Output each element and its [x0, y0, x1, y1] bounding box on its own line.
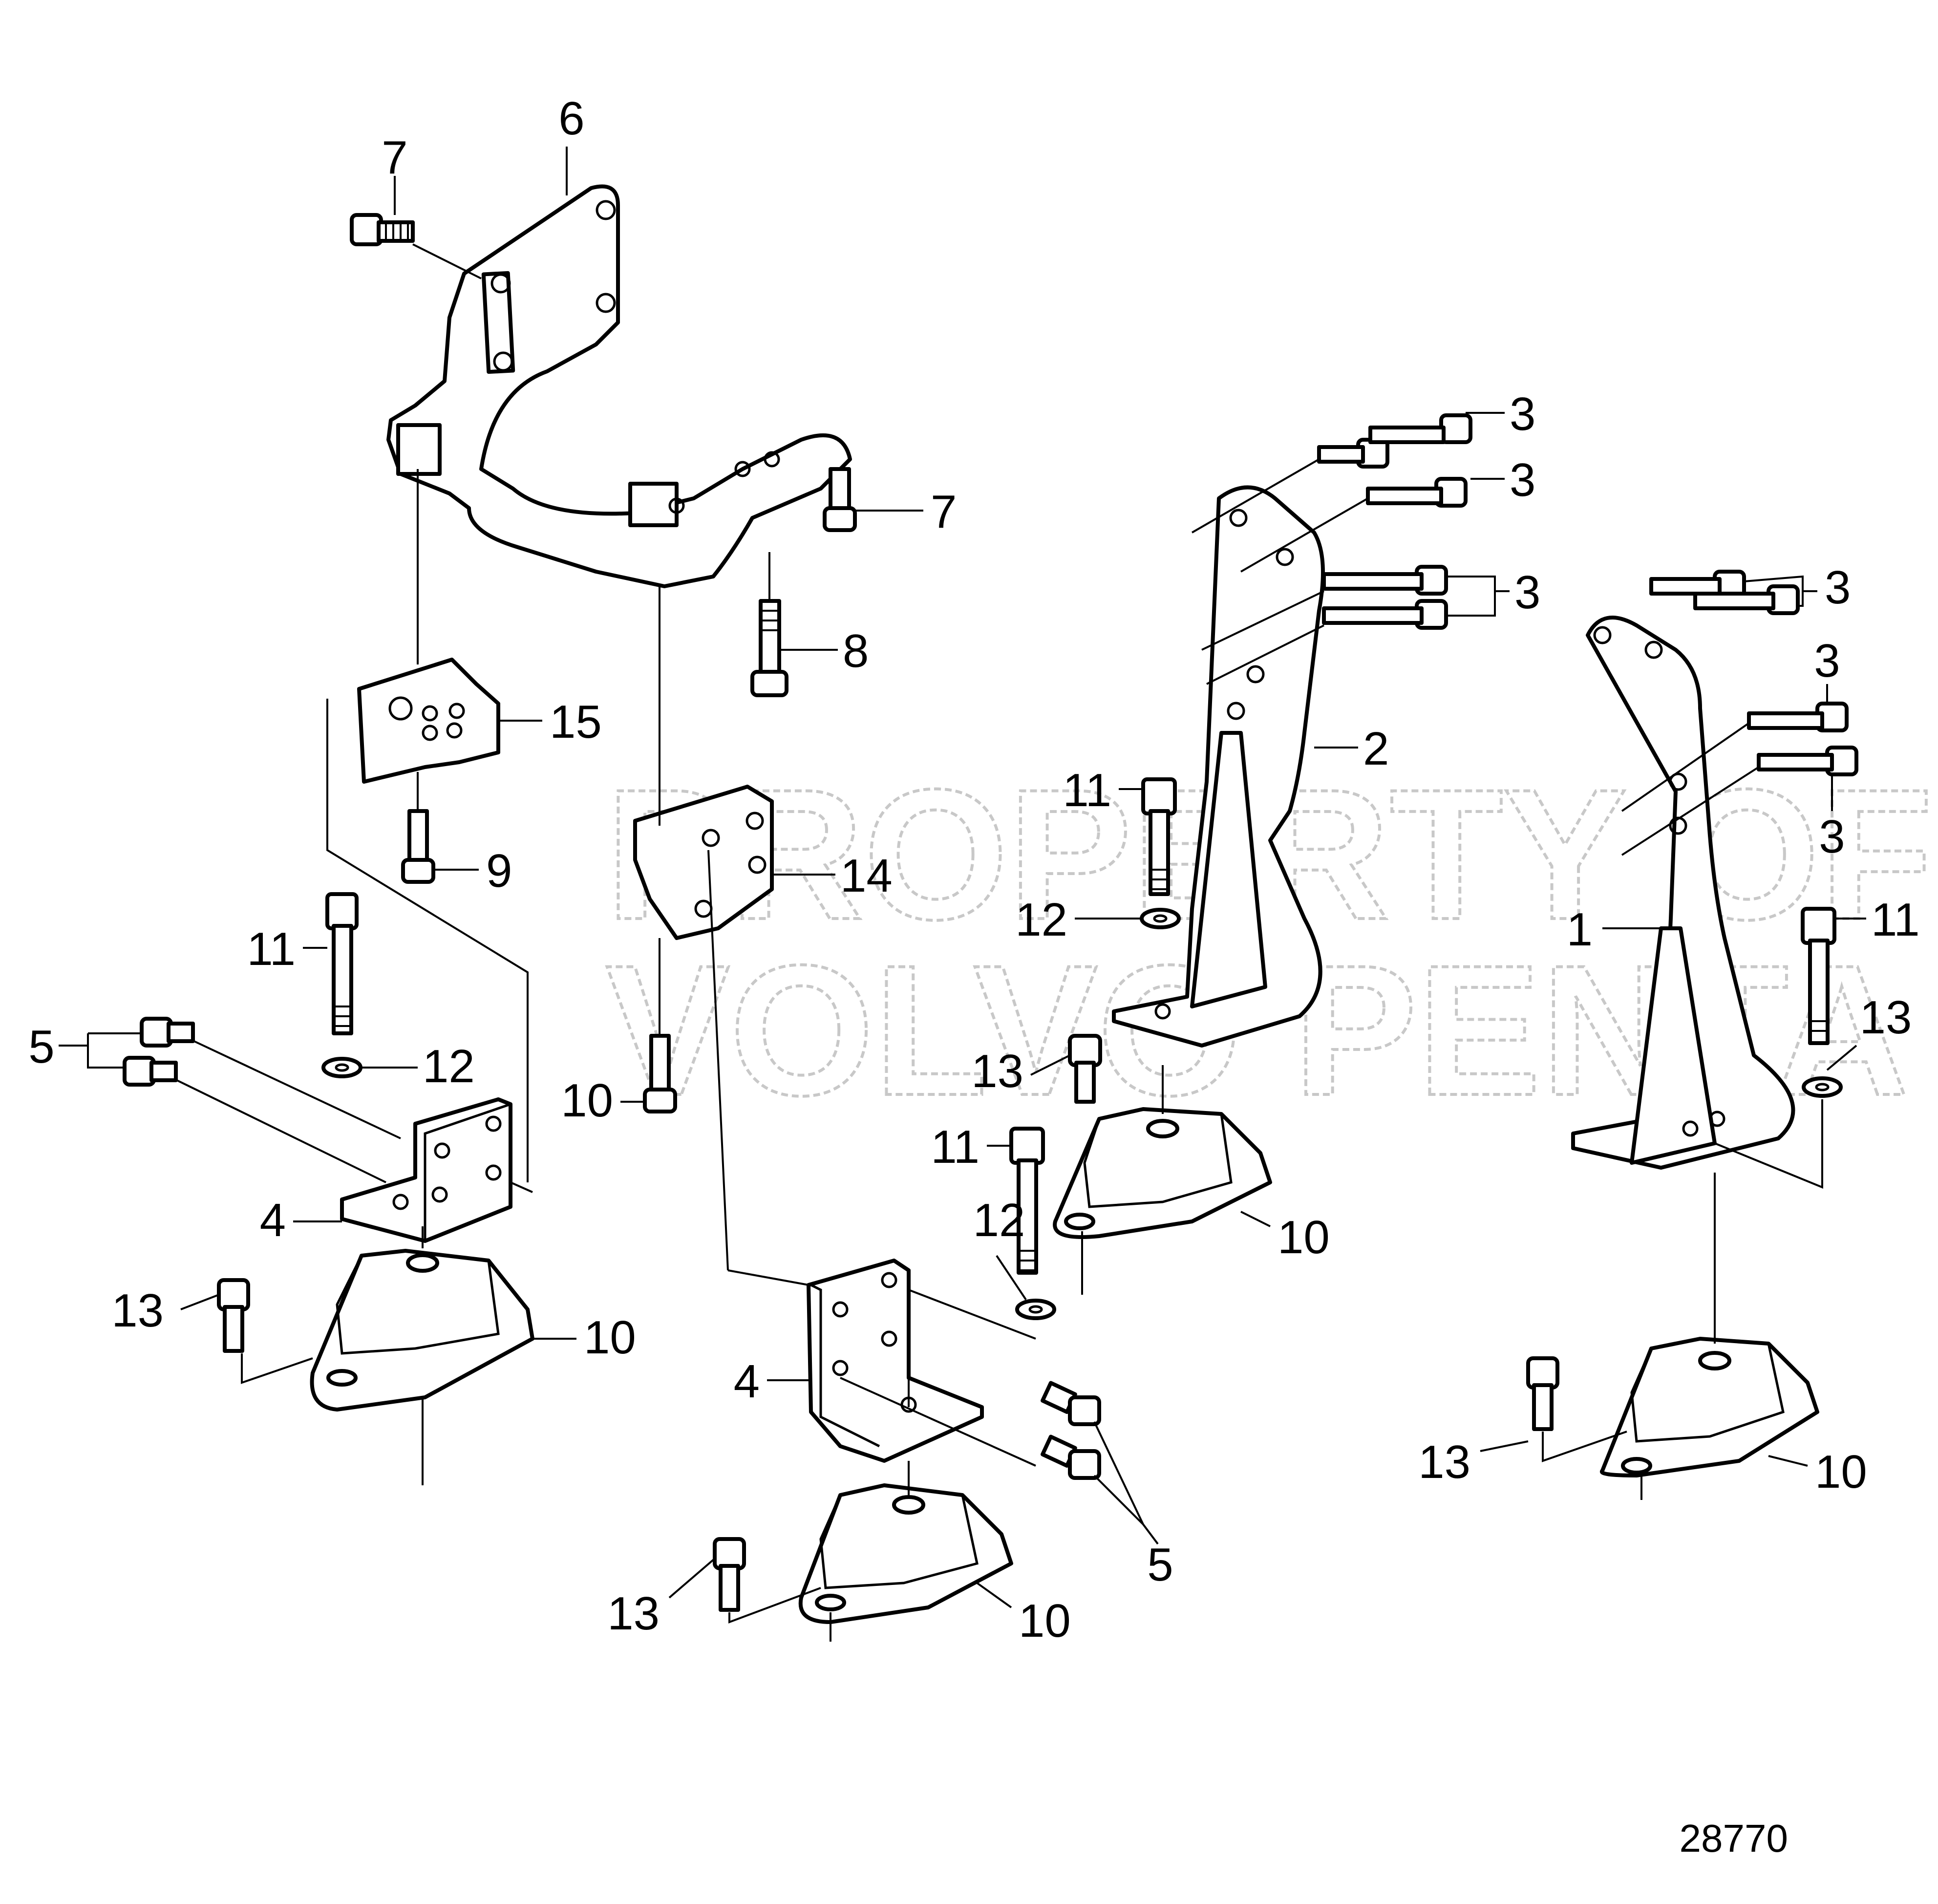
bolt-13-right [1526, 1356, 1627, 1462]
callout-13-right-upper: 13 [1860, 991, 1912, 1044]
bolt-7-lower [823, 467, 857, 532]
part-14-mount-block [633, 586, 774, 1271]
callout-14: 14 [840, 850, 893, 902]
callout-5-center: 5 [1147, 1539, 1173, 1591]
part-6-gearbox-bracket [386, 184, 852, 588]
bolts-3-part-1 [1621, 570, 1858, 856]
bolt-9 [401, 772, 435, 884]
callout-7-upper: 7 [382, 131, 407, 184]
callout-4-center: 4 [734, 1355, 760, 1408]
bolts-5-left [123, 1017, 401, 1183]
callout-9: 9 [486, 845, 512, 897]
callout-10-center-bottom: 10 [1019, 1595, 1071, 1647]
part-10-mount-left [310, 1226, 534, 1485]
leader-lines [59, 147, 1866, 1608]
callout-11-left: 11 [247, 923, 296, 975]
bolt-7-upper [350, 213, 482, 279]
callout-11-right: 11 [1871, 894, 1920, 946]
callout-3-f: 3 [1819, 811, 1845, 863]
bolts-5-center [1041, 1381, 1144, 1525]
bolt-10-center [643, 938, 677, 1113]
bolt-11-mid-upper [1141, 777, 1177, 896]
callout-1: 1 [1567, 903, 1593, 956]
washer-12-mid-lower [996, 1255, 1056, 1320]
callout-7-lower: 7 [931, 486, 957, 538]
callout-13-left: 13 [111, 1284, 164, 1337]
part-10-mount-center [798, 1461, 1013, 1642]
part-4-bracket-center [727, 1259, 1036, 1467]
callout-13-right-lower: 13 [1418, 1436, 1470, 1488]
figure-number: 28770 [1680, 1817, 1788, 1860]
callout-3-d: 3 [1825, 561, 1851, 614]
bolt-8 [750, 552, 788, 697]
callout-15: 15 [550, 696, 602, 748]
callout-6: 6 [558, 92, 584, 145]
callout-12-mid-upper: 12 [1015, 894, 1067, 946]
callout-2: 2 [1363, 723, 1389, 775]
washer-13-right [1714, 1076, 1843, 1189]
bolt-11-mid-lower [1009, 1127, 1045, 1275]
bolt-11-left [325, 892, 359, 1035]
callout-10-mid: 10 [1278, 1211, 1330, 1263]
callout-13-mid: 13 [971, 1045, 1023, 1097]
callout-labels: 6 7 7 8 15 9 14 10 11 12 5 4 13 10 11 12… [28, 92, 1919, 1647]
callout-3-e: 3 [1814, 635, 1840, 687]
part-4-bracket-left [326, 699, 533, 1243]
callout-11-mid-lower: 11 [931, 1121, 980, 1173]
bolt-11-right [1801, 907, 1836, 1045]
callout-13-center: 13 [607, 1587, 660, 1640]
callout-5-left: 5 [28, 1021, 54, 1073]
part-10-mount-right [1599, 1173, 1819, 1500]
callout-3-b: 3 [1510, 454, 1535, 506]
part-10-mount-mid-upper [1053, 1065, 1272, 1295]
callout-12-mid-lower: 12 [973, 1194, 1025, 1246]
callout-3-a: 3 [1510, 388, 1535, 440]
bolt-13-mid [1068, 1034, 1102, 1104]
part-15-mount-bracket [357, 469, 500, 784]
callout-10-right: 10 [1815, 1446, 1867, 1498]
bolts-3-part-2 [1192, 413, 1472, 685]
bolt-13-center [713, 1537, 821, 1624]
callout-11-mid-upper: 11 [1063, 764, 1111, 816]
bolt-13-left [217, 1278, 313, 1384]
washer-12-left [321, 1057, 362, 1078]
callout-3-c: 3 [1514, 566, 1540, 619]
part-2-bracket [1112, 485, 1325, 1048]
washer-12-mid-upper [1140, 908, 1181, 929]
callout-10-center: 10 [561, 1074, 613, 1127]
callout-8: 8 [843, 625, 869, 677]
callout-12-left: 12 [423, 1040, 475, 1092]
callout-10-left: 10 [584, 1311, 636, 1364]
callout-4-left: 4 [260, 1194, 286, 1246]
